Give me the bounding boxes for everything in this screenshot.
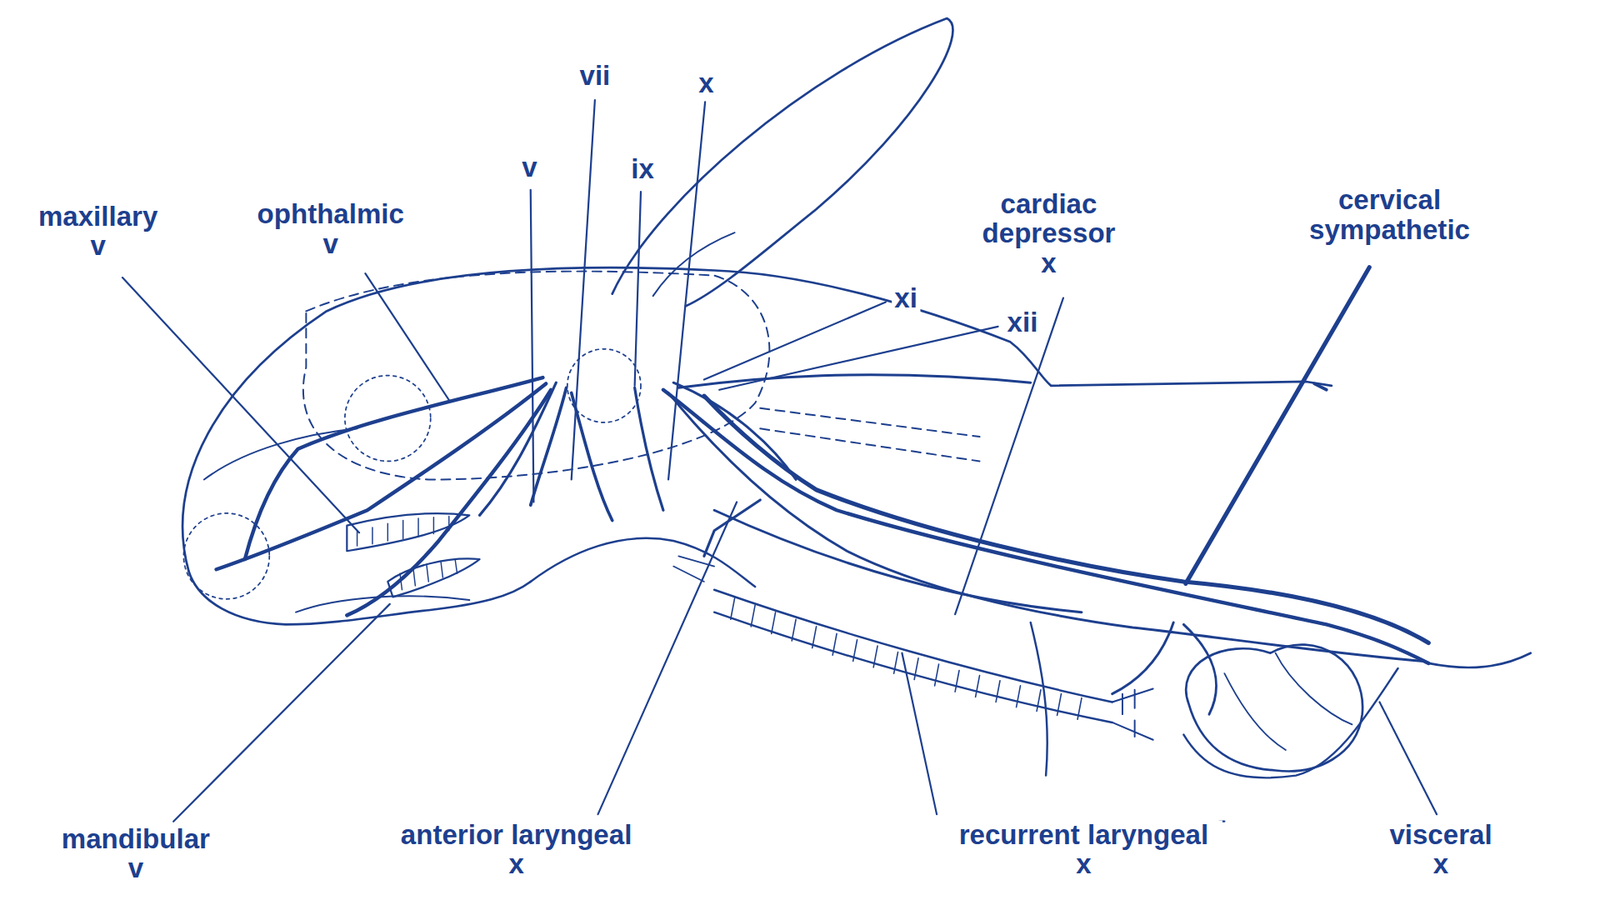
sympathetic-trunk <box>704 395 1429 643</box>
nerve-label: v <box>519 153 541 184</box>
leader-line <box>635 191 641 386</box>
nerve-label: x <box>695 69 717 100</box>
leader-line <box>122 277 360 533</box>
leader-line <box>901 653 937 815</box>
ear-outline <box>612 18 954 306</box>
leader-line <box>704 301 886 380</box>
nerve-label: ix <box>628 155 658 185</box>
ophthalmic-nerve <box>245 377 544 560</box>
mandibular-nerve <box>346 390 551 616</box>
nerve-label: maxillary v <box>35 201 161 261</box>
laryngeal-branch <box>704 500 760 556</box>
larynx-marks <box>673 555 715 582</box>
leader-line <box>1042 805 1049 816</box>
facial-branch <box>571 392 613 520</box>
nerve-label: cardiac depressor x <box>979 190 1119 280</box>
nerve-end <box>1314 383 1327 390</box>
nerve-label: xi <box>891 283 921 314</box>
teeth-marks <box>357 516 450 547</box>
cardiac-depressor-nerve <box>714 510 1082 612</box>
chin-line <box>295 595 470 612</box>
vagus-branch <box>668 392 1424 661</box>
maxillary-nerve <box>216 383 547 570</box>
nerve-label: cervical sympathetic <box>1305 185 1473 245</box>
nerve-branch <box>1030 622 1048 776</box>
trachea-rings <box>730 598 1082 720</box>
facial-branch <box>480 382 557 515</box>
throat-outline <box>530 538 755 587</box>
accessory-nerve <box>678 375 1030 388</box>
leader-line <box>1380 701 1438 815</box>
leader-line <box>719 326 998 390</box>
nerve-label: mandibular v <box>48 824 225 884</box>
thick-leader-line <box>1185 267 1370 585</box>
leader-lines <box>122 100 1437 822</box>
nerve-label: anterior laryngeal x <box>387 820 646 880</box>
leader-line <box>955 298 1064 615</box>
spinal-outline <box>760 408 980 462</box>
hypoglossal-nerve <box>673 382 796 480</box>
leader-line <box>571 100 595 480</box>
ear-fold <box>653 232 735 296</box>
recurrent-loop <box>1112 622 1217 715</box>
leader-line <box>598 501 738 815</box>
jaw-outline <box>189 571 531 625</box>
leader-line <box>173 604 390 822</box>
nerve-label: vii <box>576 60 614 91</box>
nerve-label: visceral x <box>1375 820 1506 880</box>
facial-branch <box>530 387 567 505</box>
vagus-trunk <box>663 390 1429 664</box>
head-outline <box>182 267 1332 572</box>
glossopharyngeal-nerve <box>635 387 664 510</box>
leader-line <box>530 190 535 503</box>
bronchi <box>1112 689 1154 740</box>
heart-detail <box>1224 653 1352 750</box>
leader-line <box>365 273 449 400</box>
nerve-label: xii <box>1004 308 1041 339</box>
visceral-branch <box>1183 668 1398 778</box>
nerve-label: recurrent laryngeal x <box>945 820 1222 880</box>
leader-line <box>668 101 705 480</box>
skull-outline <box>303 271 770 480</box>
visceral-continuation <box>1428 653 1530 668</box>
nerve-label: ophthalmic v <box>254 200 408 260</box>
upper-teeth <box>346 513 470 551</box>
